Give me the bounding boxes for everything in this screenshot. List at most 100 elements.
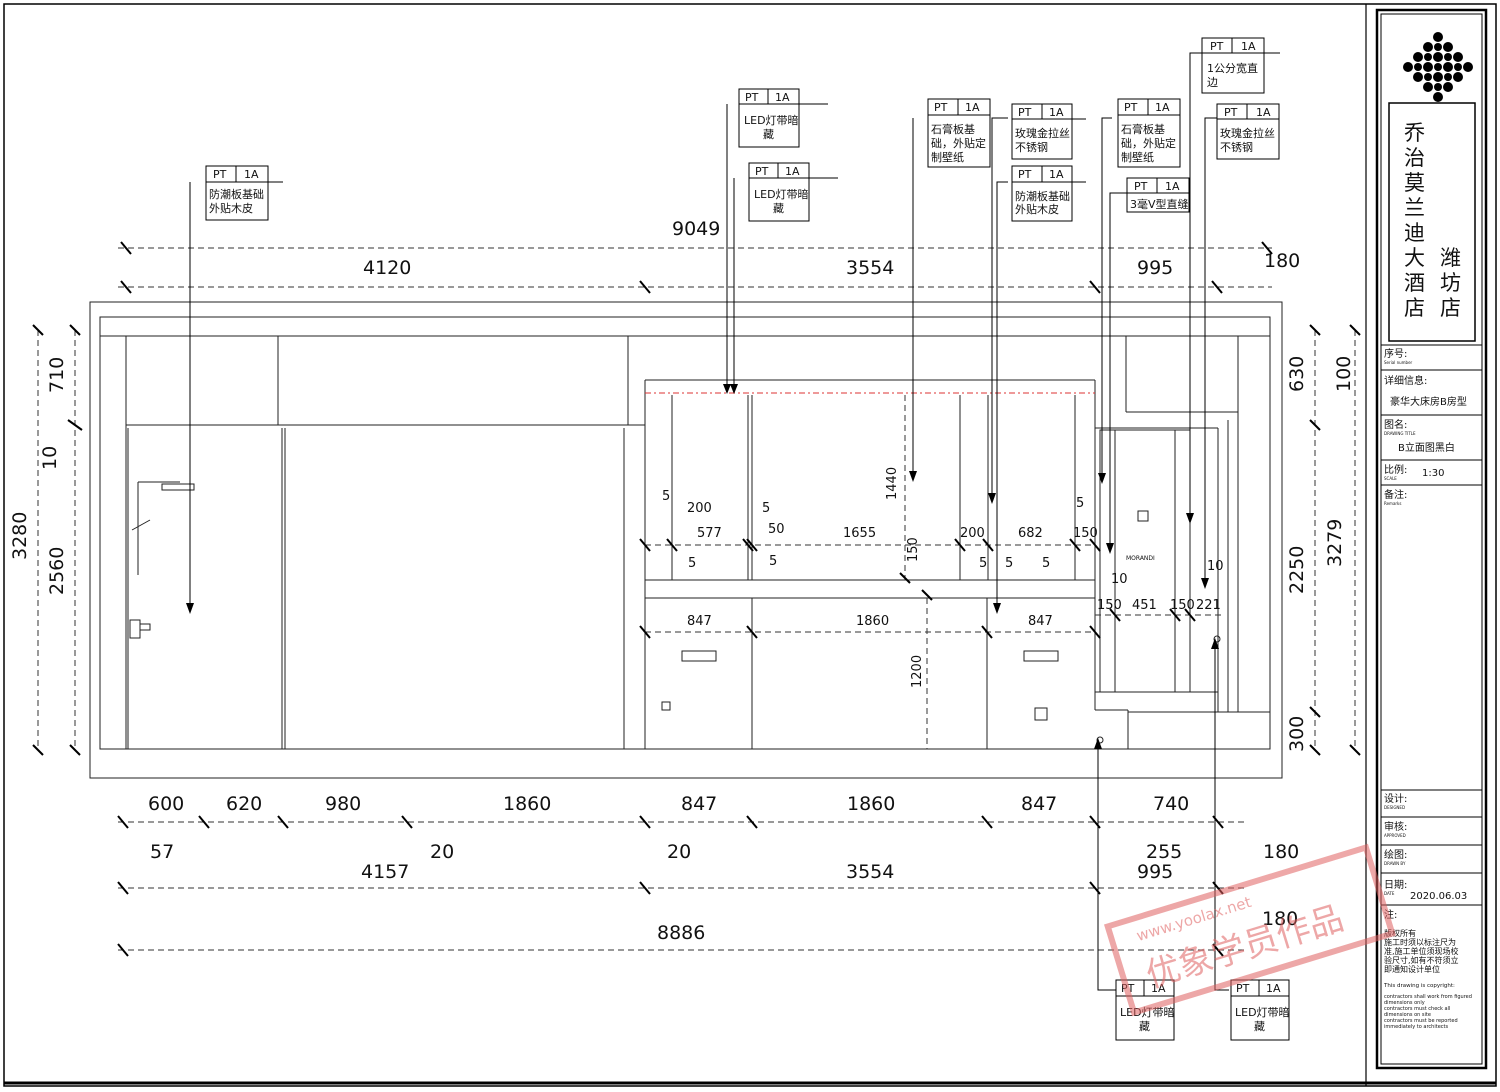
- svg-text:外贴木皮: 外贴木皮: [209, 201, 253, 215]
- svg-text:1A: 1A: [965, 101, 980, 114]
- dim-mid-577: 577: [697, 526, 722, 541]
- svg-text:潍: 潍: [1440, 246, 1461, 270]
- svg-text:3毫V型直缝: 3毫V型直缝: [1130, 197, 1189, 211]
- svg-text:1A: 1A: [1049, 106, 1064, 119]
- review-sub: APPROVED: [1384, 833, 1406, 838]
- dim-right-3: 2250: [1286, 546, 1308, 594]
- socket-panel-icon: [661, 650, 1059, 721]
- drawing-title-label: 图名:: [1384, 418, 1407, 431]
- dim-bottom-20a: 20: [430, 841, 454, 863]
- callout-leaders: [189, 52, 1229, 991]
- scale-value: 1:30: [1422, 468, 1444, 479]
- callout-led-strip-2: PT 1A LED灯带暗 藏: [748, 162, 838, 222]
- hotel-name: 乔 治 莫 兰 迪 大 酒 店: [1404, 121, 1425, 320]
- svg-text:PT: PT: [1134, 180, 1148, 193]
- svg-text:PT: PT: [934, 101, 948, 114]
- callout-led-strip-4: PT 1A LED灯带暗 藏: [1230, 979, 1290, 1041]
- drawing-title-sub: DRAWING TITLE: [1384, 431, 1416, 436]
- wall-elevation: [89, 301, 1283, 779]
- svg-text:PT: PT: [1124, 101, 1138, 114]
- svg-text:制壁纸: 制壁纸: [931, 150, 964, 164]
- svg-text:PT: PT: [1236, 982, 1250, 995]
- copyright-notice-en: contractors shall work from figured dime…: [1384, 994, 1472, 1030]
- dim-mid-200: 200: [687, 501, 712, 516]
- callout-rosegold-steel-2: PT 1A 玫瑰金拉丝 不锈钢: [1216, 103, 1280, 160]
- svg-text:PT: PT: [213, 168, 227, 181]
- svg-text:contractors must check all: contractors must check all: [1384, 1006, 1450, 1012]
- dim-mid-50: 50: [768, 522, 785, 537]
- svg-text:藏: 藏: [763, 128, 774, 141]
- svg-text:制壁纸: 制壁纸: [1121, 150, 1154, 164]
- dim-bottom-255: 255: [1146, 841, 1182, 863]
- dim-mid-847b: 847: [1028, 614, 1053, 629]
- drawn-label: 绘图:: [1384, 848, 1407, 861]
- callout-arrowheads: [186, 384, 1219, 749]
- dim-mid-1860: 1860: [856, 614, 889, 629]
- dim-mid-150a: 150: [1073, 526, 1098, 541]
- hotel-logo-icon: [1403, 32, 1473, 102]
- svg-text:immediately to architects: immediately to architects: [1384, 1024, 1448, 1030]
- dim-bottom-20b: 20: [667, 841, 691, 863]
- callout-v-groove: PT 1A 3毫V型直缝: [1126, 177, 1190, 213]
- dim-mid-1655: 1655: [843, 526, 876, 541]
- svg-text:1A: 1A: [244, 168, 259, 181]
- dim-bottom-620: 620: [226, 793, 262, 815]
- svg-text:1A: 1A: [1151, 982, 1166, 995]
- svg-text:1A: 1A: [1256, 106, 1271, 119]
- svg-text:版权所有: 版权所有: [1384, 928, 1416, 938]
- svg-text:PT: PT: [755, 165, 769, 178]
- svg-text:This drawing is copyright:: This drawing is copyright:: [1383, 983, 1455, 989]
- design-sub: DESIGNED: [1384, 805, 1405, 810]
- callout-led-strip-1: PT 1A LED灯带暗 藏: [738, 88, 828, 148]
- dimension-lines: [37, 247, 1356, 951]
- dim-mid-5f: 5: [979, 556, 987, 571]
- svg-text:坊: 坊: [1440, 271, 1461, 295]
- svg-text:础，外贴定: 础，外贴定: [931, 136, 986, 150]
- dim-mid-847a: 847: [687, 614, 712, 629]
- svg-text:1公分宽直: 1公分宽直: [1207, 61, 1258, 75]
- review-label: 审核:: [1384, 820, 1407, 833]
- svg-text:1A: 1A: [1266, 982, 1281, 995]
- svg-text:LED灯带暗: LED灯带暗: [754, 187, 809, 201]
- dim-top-2: 3554: [846, 257, 894, 279]
- svg-text:contractors must be reported: contractors must be reported: [1384, 1018, 1458, 1024]
- svg-text:PT: PT: [1018, 106, 1032, 119]
- svg-text:准,施工单位须现场校: 准,施工单位须现场校: [1384, 946, 1459, 956]
- dim-bottom-3554: 3554: [846, 861, 894, 883]
- dim-bottom-1860b: 1860: [847, 793, 895, 815]
- sheet-border: [3, 3, 1497, 1087]
- callout-rosegold-steel-1: PT 1A 玫瑰金拉丝 不锈钢: [1011, 103, 1086, 160]
- svg-text:藏: 藏: [1139, 1020, 1150, 1033]
- svg-text:PT: PT: [745, 91, 759, 104]
- svg-text:1A: 1A: [785, 165, 800, 178]
- svg-text:玫瑰金拉丝: 玫瑰金拉丝: [1220, 126, 1275, 140]
- svg-text:即通知设计单位: 即通知设计单位: [1384, 964, 1440, 974]
- dim-left-total: 3280: [9, 512, 31, 560]
- dim-bottom-980: 980: [325, 793, 361, 815]
- dim-bottom-995: 995: [1137, 861, 1173, 883]
- callout-gypsum-wallpaper-1: PT 1A 石膏板基 础，外贴定 制壁纸: [927, 98, 991, 168]
- callout-straight-edge: PT 1A 1公分宽直 边: [1201, 37, 1280, 94]
- svg-text:1A: 1A: [1241, 40, 1256, 53]
- dim-mid-150c: 150: [1170, 598, 1195, 613]
- svg-text:大: 大: [1404, 246, 1425, 270]
- dim-mid-1440: 1440: [885, 467, 900, 500]
- dim-mid-221: 221: [1196, 598, 1221, 613]
- brand-label: MORANDI: [1126, 555, 1155, 562]
- dim-mid-5c: 5: [1076, 496, 1084, 511]
- svg-text:藏: 藏: [773, 202, 784, 215]
- dim-mid-5b: 5: [762, 501, 770, 516]
- scale-sub: SCALE: [1384, 476, 1397, 481]
- serial-label: 序号:: [1384, 347, 1407, 360]
- dimension-values: 9049 4120 3554 995 180 3280 710 10 2560 …: [9, 218, 1355, 944]
- svg-text:兰: 兰: [1404, 196, 1425, 220]
- svg-text:莫: 莫: [1404, 171, 1425, 195]
- shower-fixture-icon: [129, 481, 195, 639]
- dim-mid-10a: 10: [1111, 572, 1128, 587]
- svg-text:1A: 1A: [1165, 180, 1180, 193]
- dim-top-3: 995: [1137, 257, 1173, 279]
- remarks-sub: Remarks: [1384, 501, 1401, 506]
- date-sub: DATE: [1384, 891, 1395, 896]
- drawing-title-value: B立面图黑白: [1398, 441, 1455, 454]
